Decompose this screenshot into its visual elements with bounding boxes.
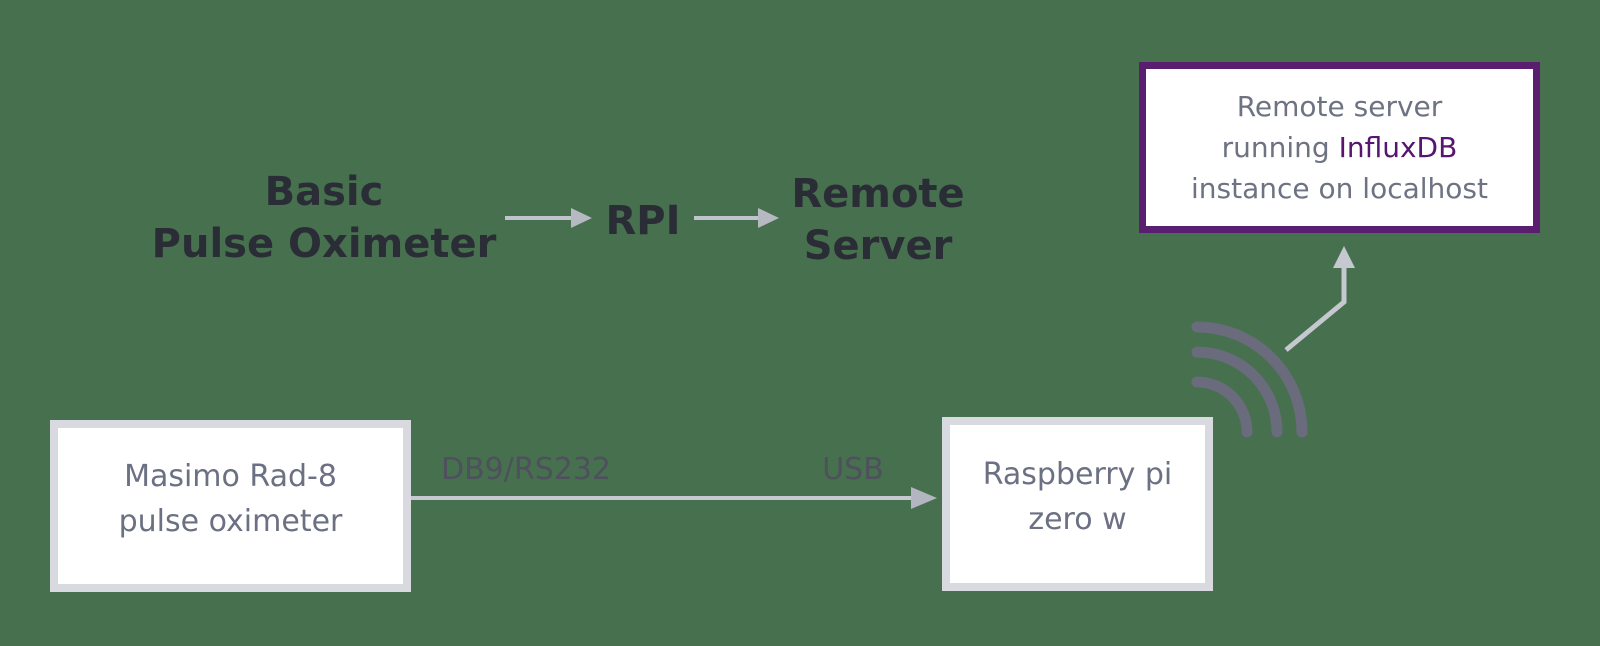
masimo-label: Masimo Rad-8 pulse oximeter: [118, 459, 343, 539]
influxdb-brand: InfluxDB: [1338, 131, 1458, 164]
influx-line-2-prefix: running: [1221, 131, 1339, 164]
upload-arrow-icon: [1284, 246, 1355, 352]
masimo-box: Masimo Rad-8 pulse oximeter: [50, 420, 411, 592]
rpi-label: RPI: [605, 198, 681, 244]
usb-connection-label: USB: [822, 452, 884, 487]
serial-connection-arrow: [411, 487, 937, 509]
source-label: Basic Pulse Oximeter: [151, 169, 497, 267]
influx-line-2: running InfluxDB: [1191, 127, 1488, 168]
raspberry-pi-label: Raspberry pi zero w: [982, 457, 1173, 537]
influx-line-1: Remote server: [1236, 90, 1443, 123]
serial-connection-label: DB9/RS232: [440, 452, 612, 487]
influxdb-box: Remote server running InfluxDB instance …: [1139, 62, 1540, 233]
influx-line-3: instance on localhost: [1191, 172, 1488, 205]
target-label: Remote Server: [791, 171, 965, 269]
raspberry-pi-box: Raspberry pi zero w: [942, 417, 1213, 591]
influxdb-box-text: Remote server running InfluxDB instance …: [1191, 86, 1488, 209]
